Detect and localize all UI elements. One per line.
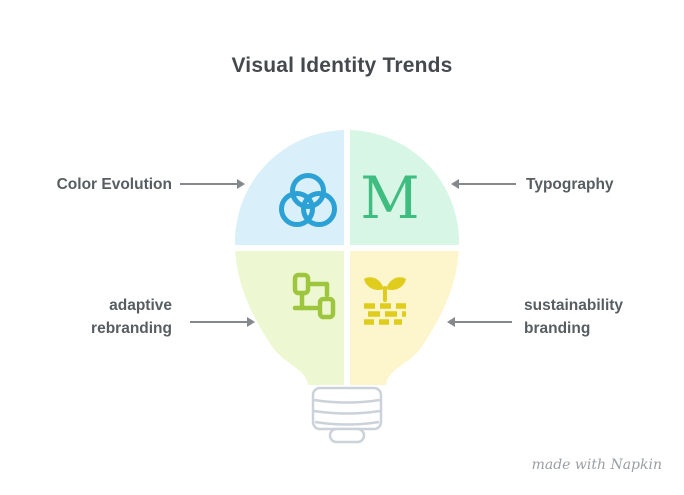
label-color-evolution: Color Evolution: [57, 173, 172, 196]
bulb-screw-base: [311, 386, 383, 444]
label-sustainability-line1: sustainability: [524, 297, 624, 314]
label-sustainability-line2: branding: [524, 320, 591, 337]
label-adaptive-line2: rebranding: [91, 320, 172, 337]
label-typography-text: Typography: [526, 176, 614, 193]
label-sustainability-branding: sustainability branding: [524, 294, 623, 340]
arrow-typography: [451, 179, 516, 189]
arrow-color-evolution: [180, 179, 245, 189]
watermark: made with Napkin: [531, 457, 662, 473]
workflow-nodes-icon: [292, 272, 336, 320]
arrow-adaptive-rebranding: [190, 317, 255, 327]
label-typography: Typography: [526, 173, 614, 196]
serif-letter-m-icon: M: [360, 164, 419, 232]
label-color-evolution-text: Color Evolution: [56, 176, 172, 193]
sprout-plant-icon: [364, 277, 406, 325]
page-title: Visual Identity Trends: [231, 54, 453, 77]
overlapping-circles-color-icon: [279, 173, 337, 227]
arrow-sustainability-branding: [447, 317, 512, 327]
label-adaptive-line1: adaptive: [109, 297, 172, 314]
label-adaptive-rebranding: adaptive rebranding: [91, 294, 172, 340]
quadrant-color-evolution: [235, 130, 344, 245]
lightbulb-figure: M: [235, 130, 459, 444]
